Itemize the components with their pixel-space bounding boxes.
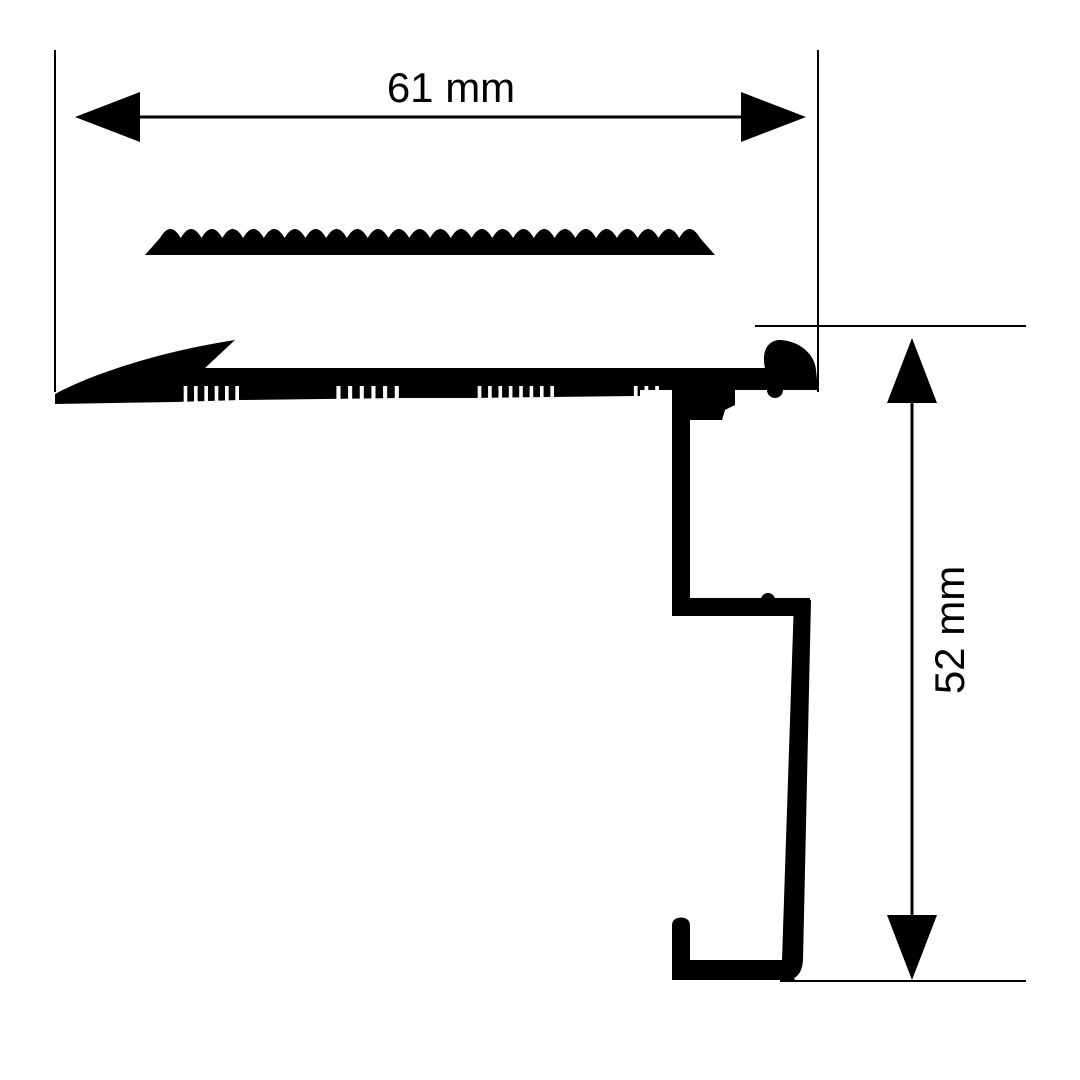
bottom-leg [672,960,795,980]
horizontal-web [672,598,810,616]
groove [644,386,649,402]
underside-grooves [183,386,659,402]
groove [488,386,492,402]
groove [359,386,364,402]
groove [508,386,513,402]
groove [235,386,239,402]
width-label: 61 mm [387,64,515,111]
groove [183,386,188,402]
groove [539,386,544,402]
width-dimension: 61 mm [75,64,806,142]
height-dimension: 52 mm [887,338,973,980]
tread-plate [55,340,818,420]
nose-bead [767,382,783,398]
groove [550,386,554,402]
arrow-down-icon [887,915,937,980]
riser-wall [775,600,811,980]
groove [498,386,503,402]
height-label: 52 mm [926,566,973,694]
nosing-profile [55,340,818,980]
vertical-web [672,385,690,615]
groove [477,386,482,402]
groove [655,386,659,402]
groove [214,386,219,402]
bottom-lip [672,917,690,980]
arrow-up-icon [887,338,937,403]
groove [383,386,388,402]
groove [204,386,208,402]
groove [194,386,198,402]
anti-slip-insert-strip [145,229,715,255]
arrow-left-icon [75,92,140,142]
groove [336,386,341,402]
groove [348,386,353,402]
groove [394,386,399,402]
groove [633,386,638,402]
groove [371,386,376,402]
groove [529,386,534,402]
groove [225,386,229,402]
groove [519,386,523,402]
web-bead [761,593,775,607]
arrow-right-icon [741,92,806,142]
